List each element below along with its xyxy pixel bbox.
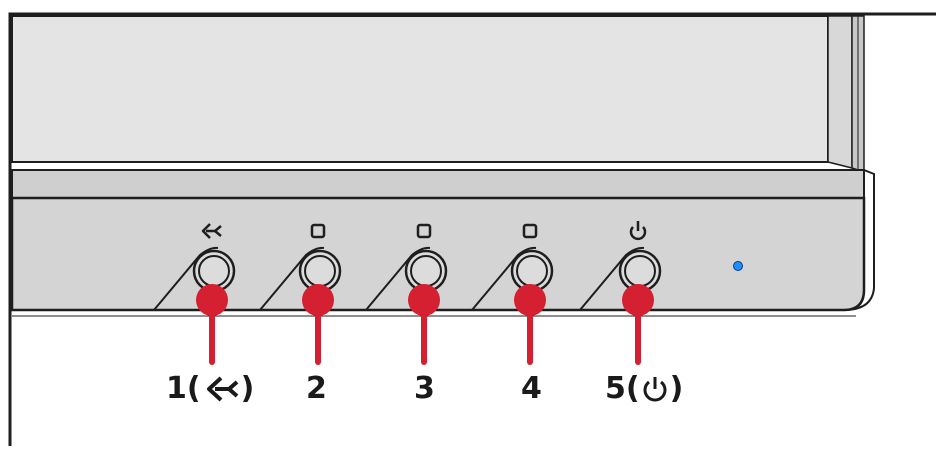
- button-ridge-line: [259, 246, 325, 311]
- callout-label-5: 5( ): [605, 366, 683, 412]
- monitor-top-edge: [8, 12, 936, 446]
- button-cap[interactable]: [516, 255, 548, 287]
- callout-marker-4: [514, 284, 546, 365]
- callout-marker-2: [302, 284, 334, 365]
- callout-dot: [622, 284, 654, 316]
- screen-panel: [11, 15, 829, 163]
- control-button-2[interactable]: [259, 223, 342, 311]
- control-buttons: [153, 221, 662, 311]
- callout-dot: [514, 284, 546, 316]
- callout-label-2: 2: [306, 366, 327, 412]
- callout-label-4-text: 4: [521, 371, 542, 406]
- button-cap[interactable]: [198, 255, 230, 287]
- callout-lines: [196, 284, 654, 365]
- callout-label-1-prefix: 1(: [166, 371, 201, 406]
- callout-marker-1: [196, 284, 228, 365]
- callout-marker-5: [622, 284, 654, 365]
- callout-label-5-prefix: 5(: [605, 371, 640, 406]
- button-ridge-line: [365, 246, 431, 311]
- control-button-5[interactable]: [579, 221, 662, 311]
- power-led-icon: [733, 261, 743, 271]
- callout-label-1-suffix: ): [240, 371, 255, 406]
- callout-label-4: 4: [521, 366, 542, 412]
- control-button-3[interactable]: [365, 223, 448, 311]
- callout-label-3-text: 3: [414, 371, 435, 406]
- button-cap[interactable]: [624, 255, 656, 287]
- callout-dot: [302, 284, 334, 316]
- bezel-bottom-edge: [12, 169, 875, 311]
- button-ridge-line: [471, 246, 537, 311]
- callout-label-3: 3: [414, 366, 435, 412]
- callout-label-2-text: 2: [306, 371, 327, 406]
- callout-dot: [196, 284, 228, 316]
- power-icon: [629, 221, 647, 241]
- button-cap[interactable]: [304, 255, 336, 287]
- control-button-1[interactable]: [153, 223, 236, 311]
- monitor-body: [8, 12, 936, 446]
- callout-label-1: 1( ): [166, 366, 254, 412]
- bezel-top-band: [11, 169, 865, 199]
- callout-dot: [408, 284, 440, 316]
- square-icon: [522, 223, 538, 239]
- return-arrow-icon: [206, 376, 238, 402]
- button-cap[interactable]: [410, 255, 442, 287]
- bezel-side-depth: [827, 15, 853, 169]
- square-icon: [416, 223, 432, 239]
- callout-label-5-suffix: ): [669, 371, 684, 406]
- button-ridge-line: [579, 246, 645, 311]
- button-ridge-line: [153, 246, 219, 311]
- square-icon: [310, 223, 326, 239]
- return-arrow-icon: [201, 223, 222, 239]
- power-icon: [643, 377, 667, 402]
- callout-marker-3: [408, 284, 440, 365]
